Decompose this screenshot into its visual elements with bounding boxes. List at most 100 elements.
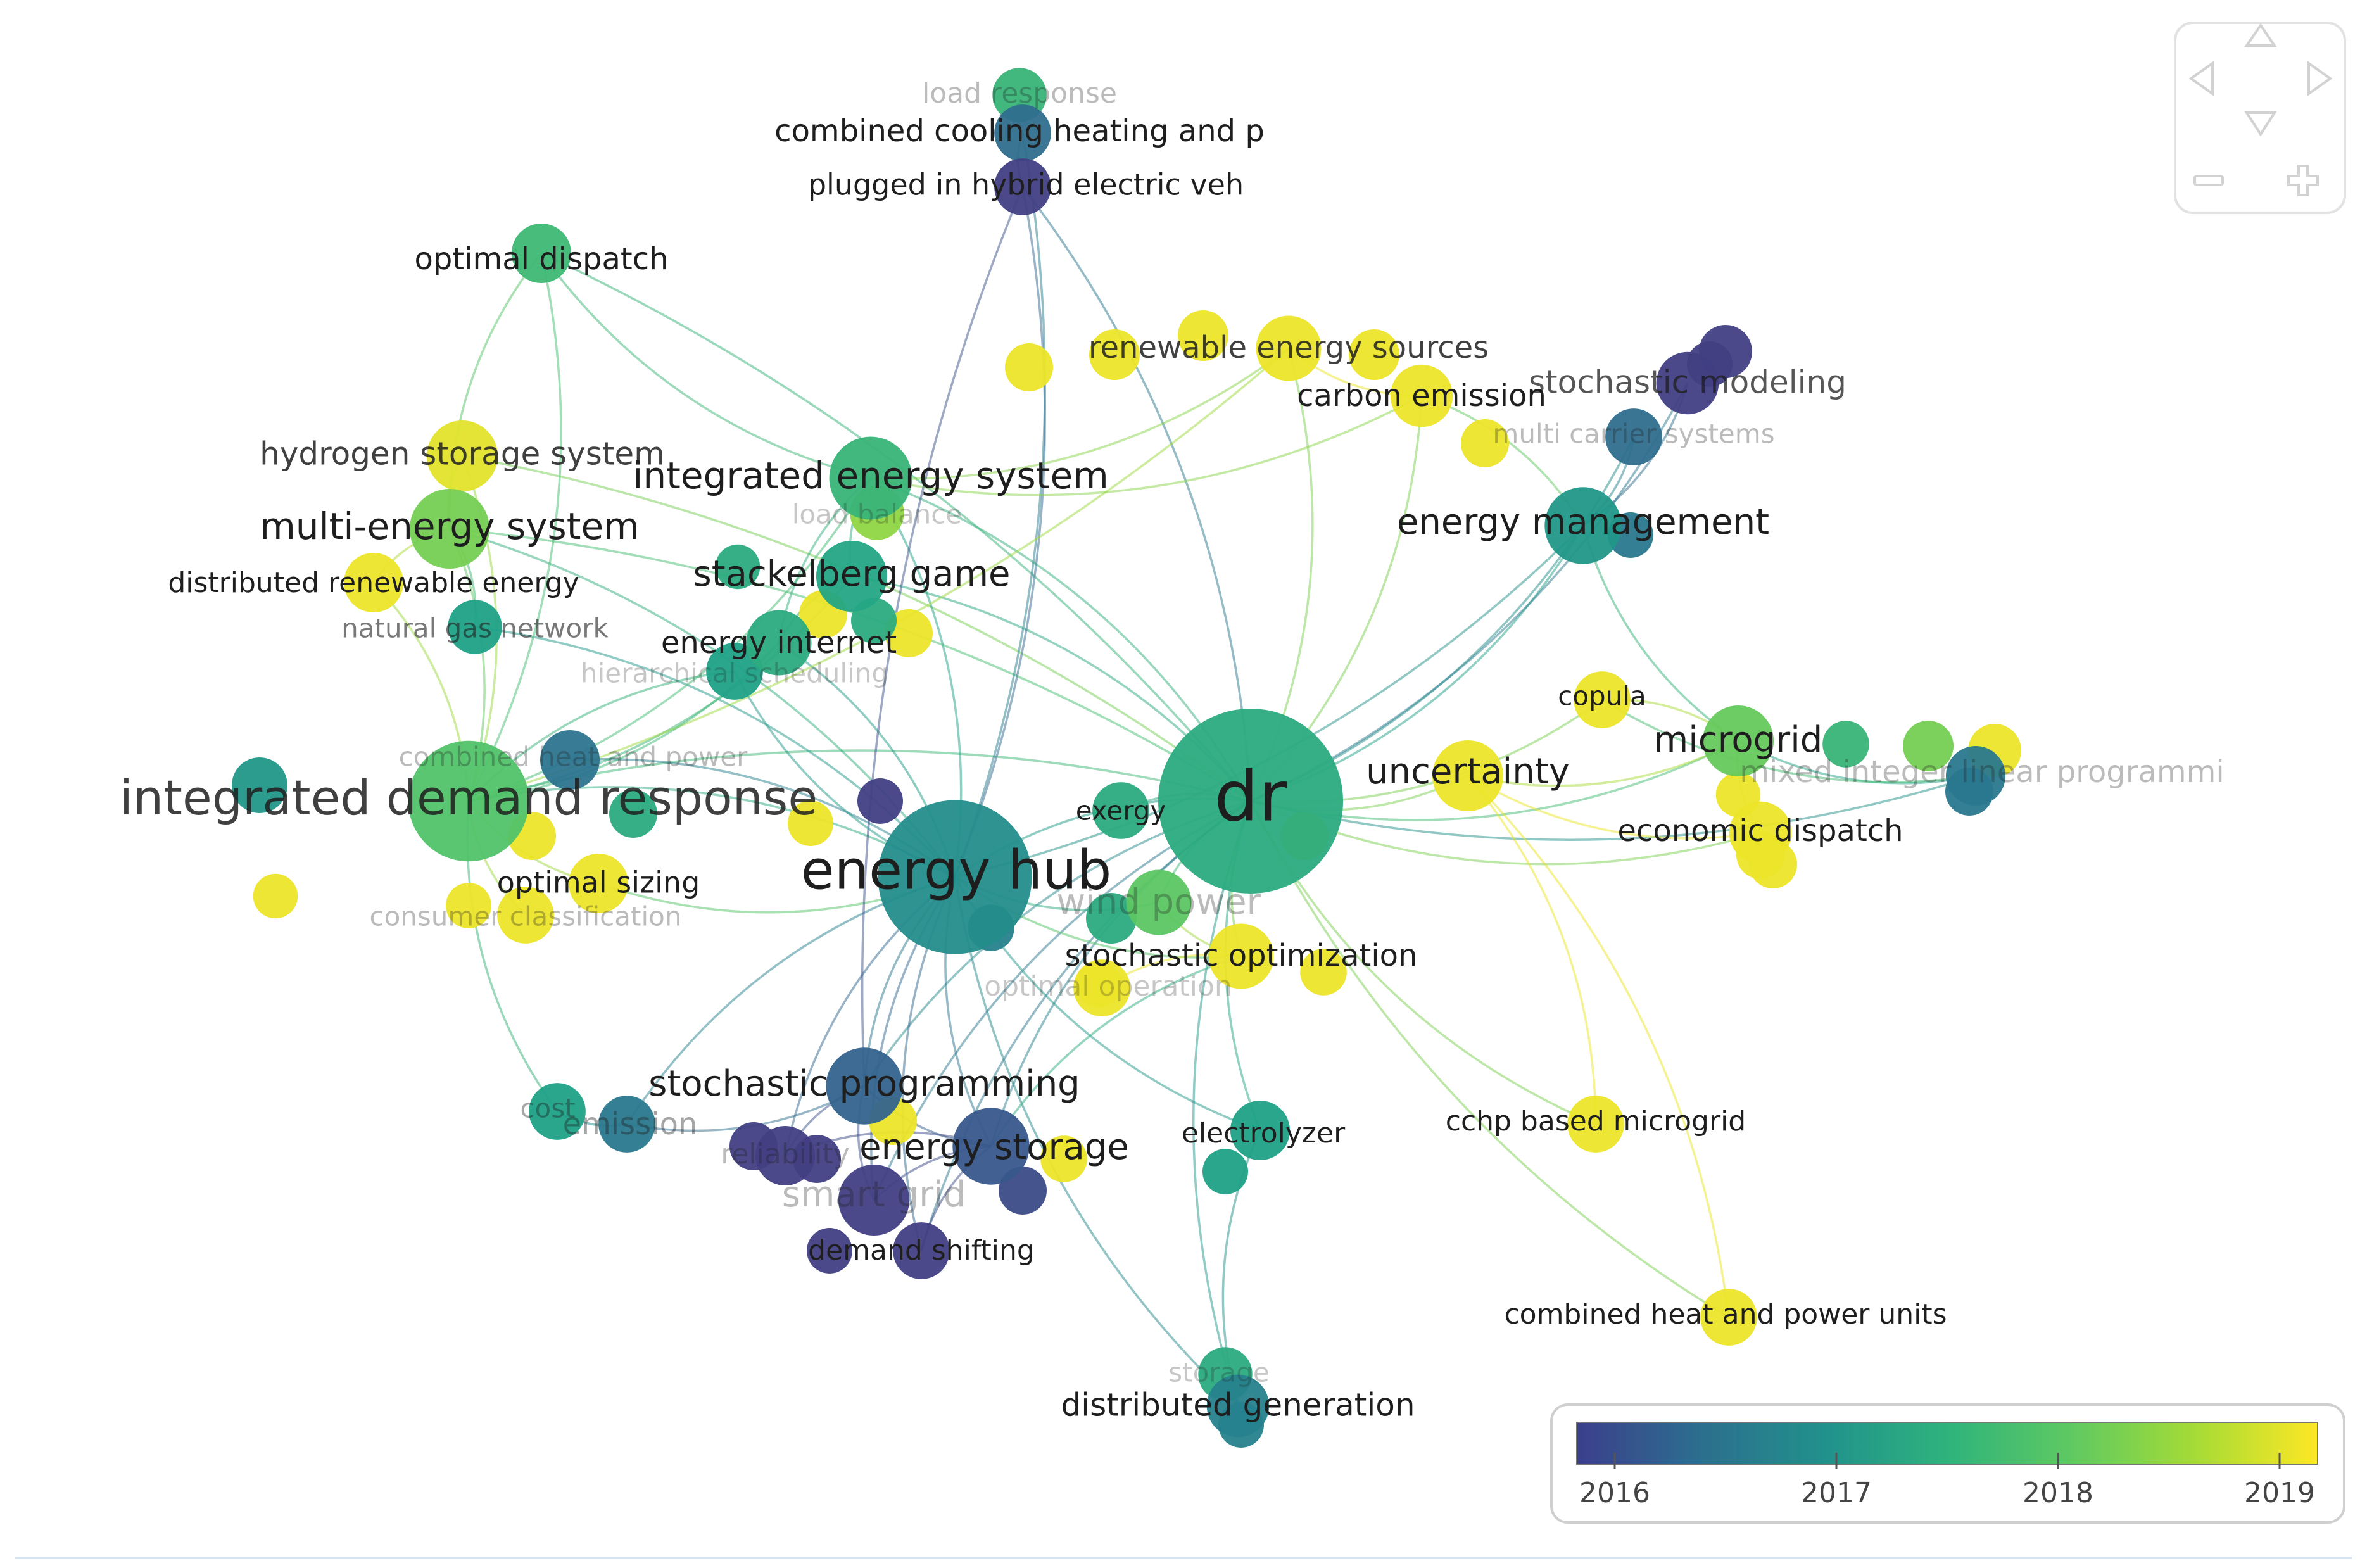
- minor-node-4[interactable]: [1089, 329, 1140, 380]
- label-combined-cooling-heating-and-power[interactable]: combined cooling heating and p: [774, 113, 1265, 149]
- minor-node-7[interactable]: [1461, 419, 1509, 467]
- label-integrated-energy-system[interactable]: integrated energy system: [633, 454, 1108, 497]
- node-stochastic-programming[interactable]: [826, 1047, 903, 1125]
- node-hierarchical-scheduling[interactable]: [706, 643, 763, 700]
- node-combined-cooling-heating-and-power[interactable]: [994, 104, 1051, 161]
- node-energy-storage[interactable]: [952, 1108, 1030, 1185]
- node-integrated-energy-system[interactable]: [829, 436, 912, 520]
- label-renewable-energy-sources[interactable]: renewable energy sources: [1089, 330, 1489, 365]
- node-exergy[interactable]: [1092, 782, 1149, 839]
- node-smart-grid[interactable]: [838, 1164, 910, 1236]
- node-dr[interactable]: [1158, 709, 1343, 894]
- node-energy-hub[interactable]: [878, 800, 1032, 954]
- minor-node-17[interactable]: [885, 609, 933, 657]
- minor-node-1[interactable]: [253, 873, 298, 919]
- minor-node-11[interactable]: [1903, 721, 1954, 771]
- node-stochastic-optimization[interactable]: [1208, 923, 1274, 989]
- node-optimal-operation[interactable]: [1073, 959, 1130, 1016]
- label-stochastic-programming[interactable]: stochastic programming: [648, 1063, 1080, 1104]
- node-cost[interactable]: [529, 1083, 586, 1140]
- label-energy-management[interactable]: energy management: [1397, 502, 1769, 543]
- label-energy-hub[interactable]: energy hub: [801, 838, 1112, 902]
- zoom-in-button[interactable]: [2280, 158, 2330, 203]
- label-hydrogen-storage-system[interactable]: hydrogen storage system: [260, 436, 665, 472]
- label-uncertainty[interactable]: uncertainty: [1366, 751, 1570, 792]
- node-energy-management[interactable]: [1544, 487, 1622, 564]
- node-emission[interactable]: [598, 1096, 655, 1153]
- label-copula[interactable]: copula: [1558, 681, 1646, 712]
- label-exergy[interactable]: exergy: [1076, 795, 1166, 826]
- node-multi-carrier-systems[interactable]: [1605, 408, 1662, 465]
- node-integrated-demand-response[interactable]: [408, 740, 529, 862]
- node-cchp-based-microgrid[interactable]: [1567, 1096, 1624, 1153]
- node-demand-shifting[interactable]: [893, 1222, 950, 1279]
- label-carbon-emission[interactable]: carbon emission: [1297, 378, 1546, 414]
- node-microgrid[interactable]: [1702, 705, 1774, 777]
- node-renewable-energy-sources[interactable]: [1256, 315, 1322, 381]
- node-combined-heat-and-power-units[interactable]: [1700, 1289, 1757, 1346]
- label-stackelberg-game[interactable]: stackelberg game: [693, 553, 1011, 595]
- node-electrolyzer[interactable]: [1230, 1100, 1291, 1161]
- label-emission[interactable]: emission: [563, 1106, 698, 1142]
- minor-node-5[interactable]: [1178, 310, 1228, 361]
- node-distributed-generation[interactable]: [1206, 1374, 1270, 1438]
- minor-node-19[interactable]: [715, 544, 761, 590]
- label-combined-heat-and-power-units[interactable]: combined heat and power units: [1504, 1298, 1947, 1331]
- label-economic-dispatch[interactable]: economic dispatch: [1617, 813, 1903, 849]
- label-multi-carrier-systems[interactable]: multi carrier systems: [1493, 419, 1774, 450]
- node-carbon-emission[interactable]: [1390, 364, 1453, 427]
- label-optimal-operation[interactable]: optimal operation: [984, 970, 1232, 1002]
- label-cost[interactable]: cost: [520, 1093, 575, 1124]
- pan-up-button[interactable]: [2232, 23, 2289, 61]
- label-cchp-based-microgrid[interactable]: cchp based microgrid: [1446, 1105, 1746, 1137]
- node-combined-heat-and-power[interactable]: [540, 730, 600, 790]
- label-mixed-integer-linear-programming[interactable]: mixed integer linear programmi: [1739, 754, 2224, 790]
- node-distributed-renewable-energy[interactable]: [343, 552, 404, 613]
- label-hierarchical-scheduling[interactable]: hierarchical scheduling: [581, 658, 888, 689]
- node-natural-gas-network[interactable]: [448, 600, 502, 654]
- label-demand-shifting[interactable]: demand shifting: [808, 1234, 1035, 1267]
- label-stochastic-optimization[interactable]: stochastic optimization: [1065, 938, 1418, 973]
- label-load-response[interactable]: load response: [922, 77, 1117, 110]
- label-natural-gas-network[interactable]: natural gas network: [341, 613, 609, 644]
- label-plugged-in-hybrid-electric-vehicle[interactable]: plugged in hybrid electric veh: [808, 168, 1244, 202]
- label-dr[interactable]: dr: [1214, 756, 1287, 837]
- node-plugged-in-hybrid-electric-vehicle[interactable]: [994, 158, 1051, 215]
- pan-right-button[interactable]: [2286, 57, 2337, 101]
- minor-node-31[interactable]: [609, 790, 657, 838]
- node-optimal-dispatch[interactable]: [511, 223, 572, 284]
- node-optimal-sizing[interactable]: [568, 853, 629, 914]
- minor-node-32[interactable]: [446, 883, 491, 928]
- node-uncertainty[interactable]: [1432, 740, 1504, 812]
- node-stochastic-modeling[interactable]: [1656, 351, 1719, 415]
- label-multi-energy-system[interactable]: multi-energy system: [260, 505, 639, 548]
- label-reliability[interactable]: reliability: [721, 1138, 850, 1170]
- label-wind-power[interactable]: wind power: [1056, 882, 1261, 923]
- label-storage[interactable]: storage: [1168, 1357, 1270, 1388]
- label-stochastic-modeling[interactable]: stochastic modeling: [1529, 364, 1846, 401]
- pan-down-button[interactable]: [2232, 101, 2289, 146]
- node-hydrogen-storage-system[interactable]: [426, 420, 498, 492]
- minor-node-37[interactable]: [1086, 893, 1137, 944]
- minor-node-3[interactable]: [1005, 343, 1053, 391]
- label-integrated-demand-response[interactable]: integrated demand response: [120, 769, 817, 826]
- pan-left-button[interactable]: [2185, 57, 2235, 101]
- label-optimal-dispatch[interactable]: optimal dispatch: [414, 241, 668, 277]
- node-reliability[interactable]: [755, 1125, 816, 1186]
- minor-node-36[interactable]: [807, 1228, 852, 1274]
- minor-node-24[interactable]: [1040, 1135, 1087, 1182]
- label-smart-grid[interactable]: smart grid: [782, 1174, 966, 1215]
- node-consumer-classification[interactable]: [497, 887, 554, 944]
- label-energy-storage[interactable]: energy storage: [859, 1127, 1129, 1168]
- node-wind-power[interactable]: [1126, 869, 1192, 935]
- label-distributed-renewable-energy[interactable]: distributed renewable energy: [168, 567, 579, 599]
- label-combined-heat-and-power[interactable]: combined heat and power: [399, 742, 748, 773]
- label-optimal-sizing[interactable]: optimal sizing: [497, 866, 700, 900]
- minor-node-30[interactable]: [1202, 1149, 1248, 1194]
- label-microgrid[interactable]: microgrid: [1654, 719, 1823, 761]
- node-multi-energy-system[interactable]: [409, 488, 490, 569]
- label-distributed-generation[interactable]: distributed generation: [1061, 1387, 1415, 1424]
- label-load-balance[interactable]: load balance: [792, 499, 962, 530]
- node-economic-dispatch[interactable]: [1729, 801, 1792, 864]
- minor-node-2[interactable]: [857, 778, 903, 824]
